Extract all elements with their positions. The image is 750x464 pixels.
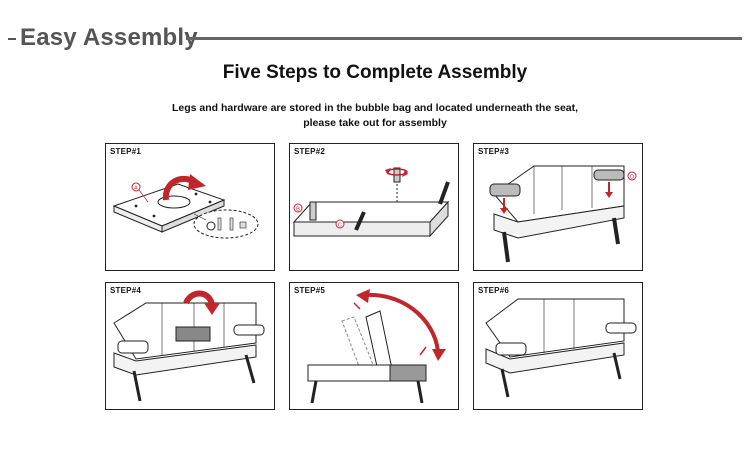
step-2-label: STEP#2	[294, 147, 325, 156]
step-6-illustration	[485, 298, 637, 398]
step-2-panel: B C STEP#2	[289, 143, 459, 271]
instruction-line-1: Legs and hardware are stored in the bubb…	[171, 102, 579, 114]
step-1-illustration: A	[112, 174, 259, 239]
step-6-label: STEP#6	[478, 286, 509, 295]
marker-c: C	[338, 223, 342, 229]
header-dash	[8, 38, 16, 40]
marker-a: A	[134, 186, 138, 192]
step-1-label: STEP#1	[110, 147, 141, 156]
step-4-panel: STEP#4	[105, 282, 275, 410]
assembly-instructions: Legs and hardware are stored in the bubb…	[0, 101, 750, 131]
header-rule	[186, 37, 742, 40]
step-3-panel: D STEP#3	[473, 143, 643, 271]
page-title: Five Steps to Complete Assembly	[222, 62, 528, 83]
step-5-illustration	[307, 289, 446, 404]
marker-d: D	[630, 175, 634, 181]
step-5-label: STEP#5	[294, 286, 325, 295]
step-6-panel: STEP#6	[473, 282, 643, 410]
step-4-label: STEP#4	[110, 286, 141, 295]
marker-b: B	[296, 207, 300, 213]
instruction-line-2: please take out for assembly	[303, 117, 447, 129]
step-4-illustration	[113, 290, 265, 402]
step-3-label: STEP#3	[478, 147, 509, 156]
step-5-panel: STEP#5	[289, 282, 459, 410]
section-header: Easy Assembly	[0, 22, 750, 56]
section-title: Easy Assembly	[20, 24, 198, 51]
step-2-illustration: B C	[292, 167, 450, 238]
step-3-illustration: D	[489, 165, 637, 263]
step-1-panel: A STEP#1	[105, 143, 275, 271]
